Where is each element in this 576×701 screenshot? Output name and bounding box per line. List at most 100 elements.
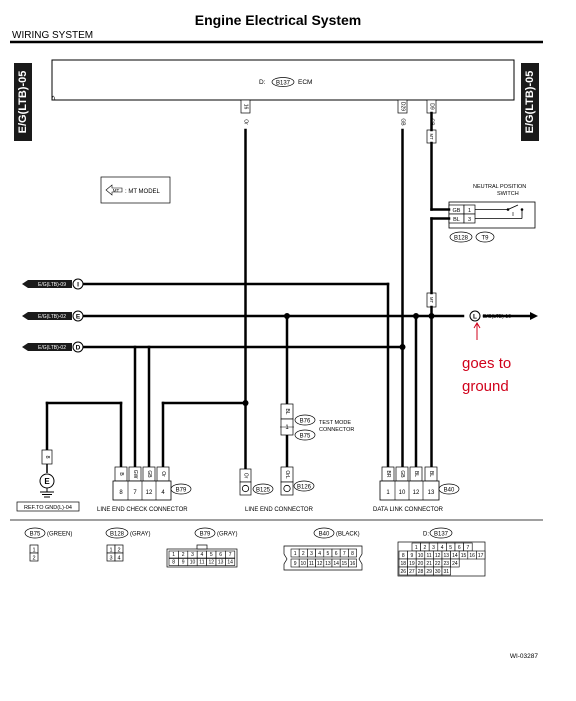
pin-label: 3 (310, 551, 313, 557)
mt-marker-lower: MT (426, 292, 437, 308)
junction-dots (242, 313, 435, 406)
mt-marker-upper: MT (426, 129, 437, 144)
pin-cell (441, 566, 451, 576)
svg-text:B79: B79 (200, 532, 211, 538)
pin-label: 28 (418, 569, 424, 575)
test-mode-connector: BL 1 B76 B75 TEST MODE CONNECTOR (280, 403, 354, 441)
line-end-connector-b126: OrL B126 (280, 466, 315, 496)
pin-label: 9 (411, 553, 414, 559)
off-page-ref-d[interactable]: E/G(LTB)-02 D (22, 341, 84, 353)
pin-label: 12 (317, 561, 323, 567)
pin-label: 11 (309, 561, 314, 567)
pin-label: 4 (318, 551, 321, 557)
pin-label: 12 (209, 560, 215, 566)
pin-label: 27 (409, 569, 415, 575)
wire-color-label: Or (243, 119, 249, 125)
pin-label: 20 (418, 561, 424, 567)
data-link-connector: BR GB BL BL 1 10 12 13 B40 DATA LINK CON… (373, 466, 460, 513)
pin-label: 11 (199, 560, 204, 566)
off-page-ref-e[interactable]: E/G(LTB)-02 E (22, 310, 84, 322)
pin-label: 31 (444, 569, 450, 575)
svg-text:E/G(LTB)-02: E/G(LTB)-02 (38, 314, 66, 320)
pin-number: 10 (399, 490, 406, 496)
ecm-label-prefix: D: (259, 79, 266, 86)
pin-label: 2 (424, 545, 427, 551)
pin-label: 7 (229, 552, 232, 558)
legend-b128: B128 (GRAY) 1 2 3 4 (105, 527, 151, 562)
pin-label: 23 (444, 561, 450, 567)
ground-ref-l[interactable]: L E/G(LTB)-10 (469, 310, 511, 322)
pin-cell (450, 558, 460, 568)
pin-label: 14 (452, 553, 458, 559)
wire-end-arrow (530, 312, 538, 320)
off-page-letter: E (76, 314, 81, 321)
mt-model-legend: MT : MT MODEL (100, 176, 171, 204)
wire-color-label: GB (400, 118, 406, 126)
svg-text:B128: B128 (110, 532, 125, 538)
pin-label: 8 (351, 551, 354, 557)
pin-label: 2 (302, 551, 305, 557)
figure-code: WI-03287 (510, 653, 539, 660)
wire-color-label: Or (243, 473, 249, 479)
ecm-label: ECM (298, 79, 312, 86)
connector-id: B79 (176, 488, 187, 494)
mt-symbol: MT (113, 188, 120, 193)
pin-label: 12 (435, 553, 441, 559)
pin-label: 10 (418, 553, 424, 559)
test-mode-label-1: TEST MODE (319, 420, 351, 426)
pin-label: 6 (335, 551, 338, 557)
pin-label: 30 (435, 569, 441, 575)
pin-number: 1 (386, 490, 390, 496)
svg-text:E/G(LTB)-02: E/G(LTB)-02 (38, 345, 66, 351)
pin-label: 26 (401, 569, 407, 575)
ecm-pin-d29: D29 GB (397, 99, 408, 126)
side-tab-left[interactable]: E/G(LTB)-05 (14, 63, 32, 141)
wires (45, 111, 532, 480)
switch-row-pin: 3 (468, 217, 471, 223)
pin-label: 7 (467, 545, 470, 551)
pin-label: 24 (452, 561, 458, 567)
ecm-pin-label: D9 (429, 103, 435, 110)
pin-label: 10 (301, 561, 307, 567)
pin-label: 3 (432, 545, 435, 551)
pin-label: 7 (343, 551, 346, 557)
svg-text:(GRAY): (GRAY) (217, 532, 238, 538)
svg-text:B137: B137 (434, 532, 449, 538)
pin-cell (476, 550, 486, 560)
wire-color-label: GW (132, 470, 138, 479)
ground-annotation: goes to ground (462, 322, 511, 395)
wire-color-label: B (118, 472, 124, 476)
connector-label: LINE END CHECK CONNECTOR (97, 507, 188, 513)
pin-label: 15 (342, 561, 348, 567)
side-tab-right[interactable]: E/G(LTB)-05 (521, 63, 539, 141)
connector-id: B126 (297, 485, 312, 491)
ecm-pin-16: 16 Or (240, 99, 251, 125)
pin-label: 2 (182, 552, 185, 558)
switch-row-color: BL (453, 217, 460, 223)
ground-terminal: 8 E REF.TO GND(L)-04 (16, 449, 80, 512)
switch-row-color: GB (453, 208, 461, 214)
pin-number: 13 (428, 490, 435, 496)
pin-cell (225, 558, 236, 566)
ground-ref-label: REF.TO GND(L)-04 (24, 505, 72, 511)
pin-label: 14 (227, 560, 233, 566)
off-page-ref-i[interactable]: E/G(LTB)-09 I (22, 278, 84, 290)
pin-label: 22 (435, 561, 441, 567)
ground-pin: 8 (44, 455, 50, 458)
neutral-switch-title-1: NEUTRAL POSITION (473, 184, 526, 190)
svg-text:B75: B75 (30, 532, 41, 538)
pin-number: 1 (285, 425, 289, 431)
connector-id: B76 (300, 419, 311, 425)
pin-label: 4 (201, 552, 204, 558)
pin-label: 29 (426, 569, 432, 575)
pin-label: 1 (294, 551, 297, 557)
ecm-pin-label: D29 (400, 102, 406, 111)
pin-label: 6 (458, 545, 461, 551)
pin-label: 18 (401, 561, 407, 567)
